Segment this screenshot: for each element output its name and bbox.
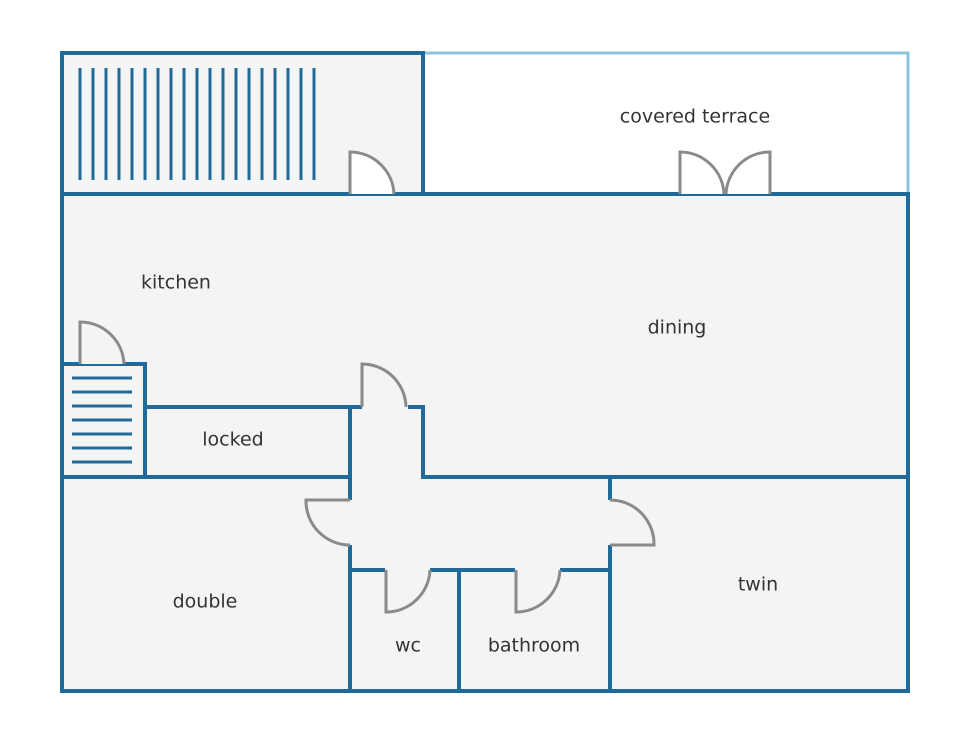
stairs-icon bbox=[78, 68, 316, 180]
label-locked: locked bbox=[202, 429, 263, 451]
terrace-area bbox=[421, 51, 910, 196]
label-bathroom: bathroom bbox=[488, 635, 580, 657]
label-wc: wc bbox=[395, 635, 421, 657]
label-double: double bbox=[173, 591, 238, 613]
main-floor bbox=[62, 194, 908, 691]
label-kitchen: kitchen bbox=[141, 272, 211, 294]
label-twin: twin bbox=[738, 574, 778, 596]
label-covered-terrace: covered terrace bbox=[620, 106, 770, 128]
stairs-icon bbox=[72, 376, 132, 464]
door-swing-icon bbox=[78, 150, 772, 614]
outer-wall bbox=[60, 192, 910, 693]
interior-walls bbox=[62, 362, 908, 691]
label-dining: dining bbox=[648, 317, 707, 339]
